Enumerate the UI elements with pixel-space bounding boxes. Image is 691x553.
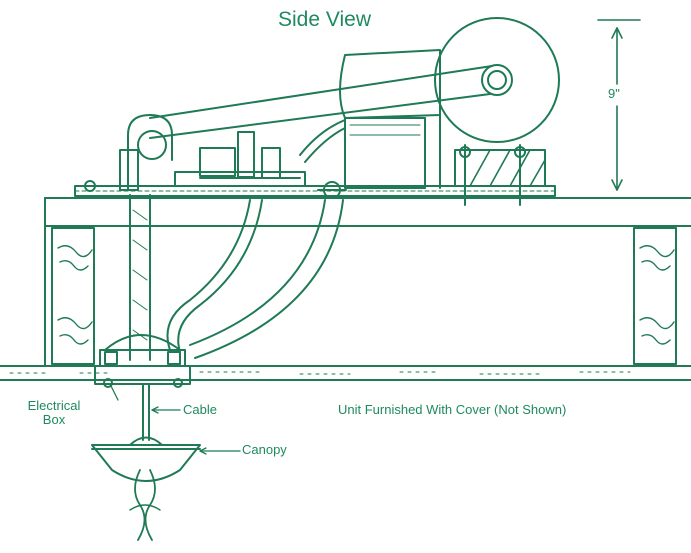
mounting-plate [74,180,556,197]
twisted-wires [129,469,161,541]
canopy [91,436,201,482]
diagram-title: Side View [278,8,372,31]
flexible-conduit [166,199,344,359]
large-pulley [434,17,560,143]
drive-belt [149,65,493,139]
electrical-box-label: Electrical Box [14,398,94,428]
dimension-marker [597,19,641,191]
ceiling-joist [44,197,691,367]
motor-housing [339,49,441,189]
label-leaders [109,383,241,455]
cover-note: Unit Furnished With Cover (Not Shown) [338,402,567,417]
cable-label: Cable [183,402,217,417]
small-pulley [119,114,173,191]
electrical-box-label-line2: Box [42,412,66,428]
mounting-block [454,144,546,206]
ceiling-drywall [0,365,691,381]
drop-pipe [129,194,151,361]
canopy-label: Canopy [242,442,287,457]
dimension-label: 9" [608,86,620,101]
bracing-block-right [633,227,677,365]
control-components [174,131,306,187]
electrical-box-label-line1: Electrical [27,398,81,413]
motor-wiring [299,119,347,199]
bracing-block-left [51,227,95,365]
hanging-cable [142,383,150,441]
